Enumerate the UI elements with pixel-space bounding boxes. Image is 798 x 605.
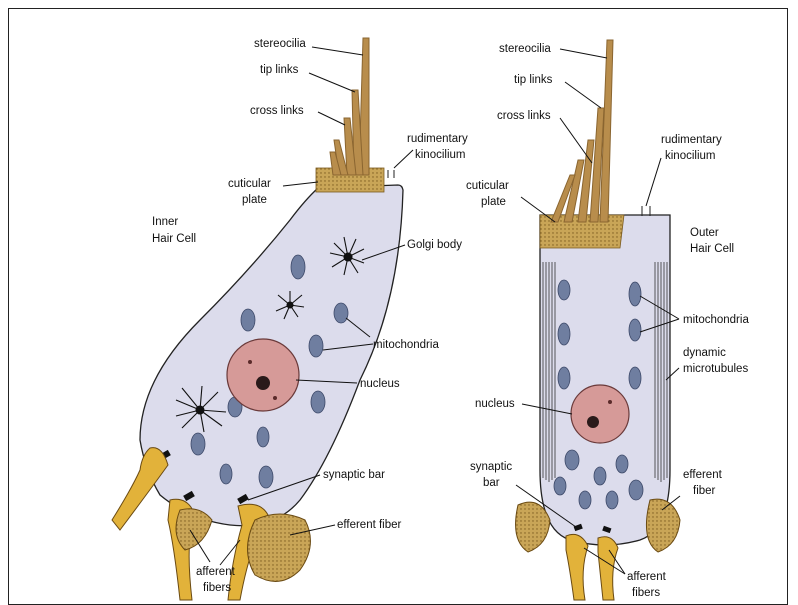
inner-nucleus	[227, 339, 299, 411]
inner-stereocilia-label: stereocilia	[254, 38, 306, 50]
outer-cross-links-label: cross links	[497, 110, 551, 122]
outer-synaptic-label: synaptic	[470, 461, 512, 473]
inner-synaptic-label: synaptic bar	[323, 469, 385, 481]
inner-cuticular-label: cuticular	[228, 178, 271, 190]
inner-cell-title: Inner	[152, 216, 178, 228]
golgi-label: Golgi body	[407, 239, 462, 251]
outer-fiber-label: fiber	[693, 485, 716, 497]
inner-nucleus-label: nucleus	[360, 378, 400, 390]
inner-hair-cell	[112, 38, 403, 600]
outer-tip-links-label: tip links	[514, 74, 553, 86]
inner-efferent-label: efferent fiber	[337, 519, 402, 531]
outer-dynamic-label: dynamic	[683, 347, 726, 359]
inner-plate-label: plate	[242, 194, 267, 206]
inner-tip-links-label: tip links	[260, 64, 299, 76]
outer-cell-subtitle: Hair Cell	[690, 243, 734, 255]
inner-kinocilium	[388, 170, 394, 178]
outer-bar-label: bar	[483, 477, 500, 489]
outer-rudimentary-label: rudimentary	[661, 134, 722, 146]
outer-efferent-label: efferent	[683, 469, 723, 481]
inner-kinocilium-label: kinocilium	[415, 149, 466, 161]
inner-cross-links-label: cross links	[250, 105, 304, 117]
inner-rudimentary-label: rudimentary	[407, 133, 468, 145]
inner-fibers-label: fibers	[203, 582, 231, 594]
outer-stereocilia	[551, 40, 613, 222]
outer-nucleus-label: nucleus	[475, 398, 515, 410]
outer-microtubules-label: microtubules	[683, 363, 748, 375]
inner-afferent-label: afferent	[196, 566, 236, 578]
outer-fibers-label: fibers	[632, 587, 660, 599]
outer-hair-cell	[516, 40, 680, 600]
outer-stereocilia-label: stereocilia	[499, 43, 551, 55]
outer-cuticular-label: cuticular	[466, 180, 509, 192]
outer-kinocilium-label: kinocilium	[665, 150, 716, 162]
outer-plate-label: plate	[481, 196, 506, 208]
inner-mitochondria-label: mitochondria	[373, 339, 439, 351]
outer-mitochondria-label: mitochondria	[683, 314, 749, 326]
inner-stereocilia	[330, 38, 369, 175]
outer-nucleus	[571, 385, 629, 443]
inner-cell-subtitle: Hair Cell	[152, 233, 196, 245]
outer-cell-title: Outer	[690, 227, 719, 239]
outer-afferent-label: afferent	[627, 571, 667, 583]
